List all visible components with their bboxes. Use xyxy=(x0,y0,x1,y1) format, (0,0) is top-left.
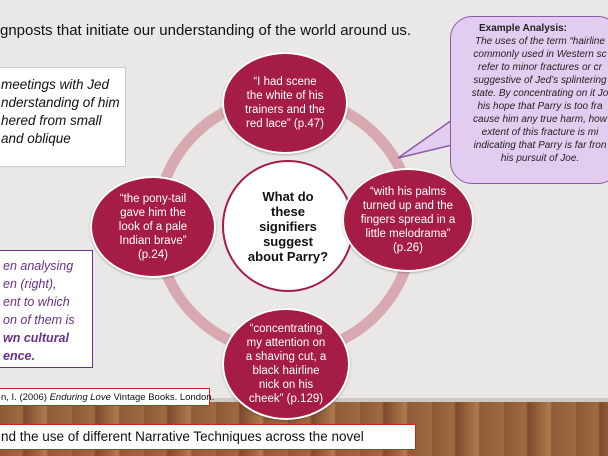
quote-line: my attention on xyxy=(246,337,326,349)
purple-box-bold-line: ence. xyxy=(3,349,35,363)
citation-box: n, I. (2006) Enduring Love Vintage Books… xyxy=(0,388,214,406)
example-analysis-callout: Example Analysis: The uses of the term “… xyxy=(450,16,608,184)
center-line: suggest xyxy=(263,233,313,249)
purple-box-line: on of them is xyxy=(3,313,75,327)
purple-text-box: en analysing en (right), ent to which on… xyxy=(0,250,93,368)
quote-line: the white of his xyxy=(246,90,324,102)
callout-line: state. By concentrating on it Jo xyxy=(471,88,608,99)
quote-line: trainers and the xyxy=(245,104,325,116)
quote-line: black hairline xyxy=(252,365,320,377)
center-line: these xyxy=(271,203,305,219)
quote-line: “I had scene xyxy=(253,76,317,88)
quote-line: “the pony-tail xyxy=(119,193,187,205)
quote-node-left: “the pony-tail gave him the look of a pa… xyxy=(90,176,216,278)
callout-pointer xyxy=(397,118,453,159)
callout-title: Example Analysis: xyxy=(479,23,568,34)
callout-line: suggestive of Jed’s splintering xyxy=(473,75,607,86)
quote-line: “with his palms xyxy=(369,186,447,198)
callout-line: his pursuit of Joe. xyxy=(500,153,580,164)
citation-prefix: n, I. (2006) xyxy=(1,392,50,403)
quote-line: turned up and the xyxy=(362,200,454,212)
slide-heading: gnposts that initiate our understanding … xyxy=(0,22,412,39)
center-question-circle: What do these signifiers suggest about P… xyxy=(222,160,354,292)
callout-line: refer to minor fractures or cr xyxy=(478,62,602,73)
quote-line: Indian brave” xyxy=(119,235,187,247)
callout-line: commonly used in Western sc xyxy=(473,49,607,60)
quote-line: nick on his xyxy=(258,379,314,391)
quote-line: “concentrating xyxy=(249,323,323,335)
callout-line: cause him any true harm, how xyxy=(473,114,607,125)
citation-title: Enduring Love xyxy=(49,392,111,403)
quote-line: cheek” (p.129) xyxy=(248,393,324,405)
center-line: What do xyxy=(262,188,314,204)
purple-box-line: en analysing xyxy=(3,259,74,273)
callout-line: indicating that Parry is far fron xyxy=(473,140,607,151)
left-box-line: and oblique xyxy=(1,131,71,146)
callout-line: The uses of the term “hairline xyxy=(474,36,606,47)
quote-node-top: “I had scene the white of his trainers a… xyxy=(222,52,348,154)
purple-box-line: ent to which xyxy=(3,295,70,309)
center-line: signifiers xyxy=(259,218,317,234)
left-box-line: meetings with Jed xyxy=(1,77,110,92)
purple-box-bold-line: wn cultural xyxy=(3,331,69,345)
quote-node-bottom: “concentrating my attention on a shaving… xyxy=(222,308,350,420)
bottom-banner: nd the use of different Narrative Techni… xyxy=(0,424,416,450)
purple-box-line: en (right), xyxy=(3,277,57,291)
quote-line: (p.24) xyxy=(137,249,169,261)
quote-line: fingers spread in a xyxy=(360,214,456,226)
quote-line: a shaving cut, a xyxy=(245,351,327,363)
quote-line: gave him the xyxy=(120,207,186,219)
left-text-box: meetings with Jed nderstanding of him he… xyxy=(0,67,126,167)
callout-line: his hope that Parry is too fra xyxy=(477,101,603,112)
left-box-line: hered from small xyxy=(1,113,102,128)
quote-line: little melodrama” xyxy=(365,228,451,240)
quote-line: red lace” (p.47) xyxy=(246,118,324,130)
quote-node-right: “with his palms turned up and the finger… xyxy=(342,168,474,272)
quote-line: (p.26) xyxy=(392,242,424,254)
left-box-line: nderstanding of him xyxy=(1,95,120,110)
center-line: about Parry? xyxy=(247,248,329,264)
quote-line: look of a pale xyxy=(118,221,188,233)
callout-line: extent of this fracture is mi xyxy=(481,127,599,138)
citation-suffix: Vintage Books. London. xyxy=(110,392,215,403)
